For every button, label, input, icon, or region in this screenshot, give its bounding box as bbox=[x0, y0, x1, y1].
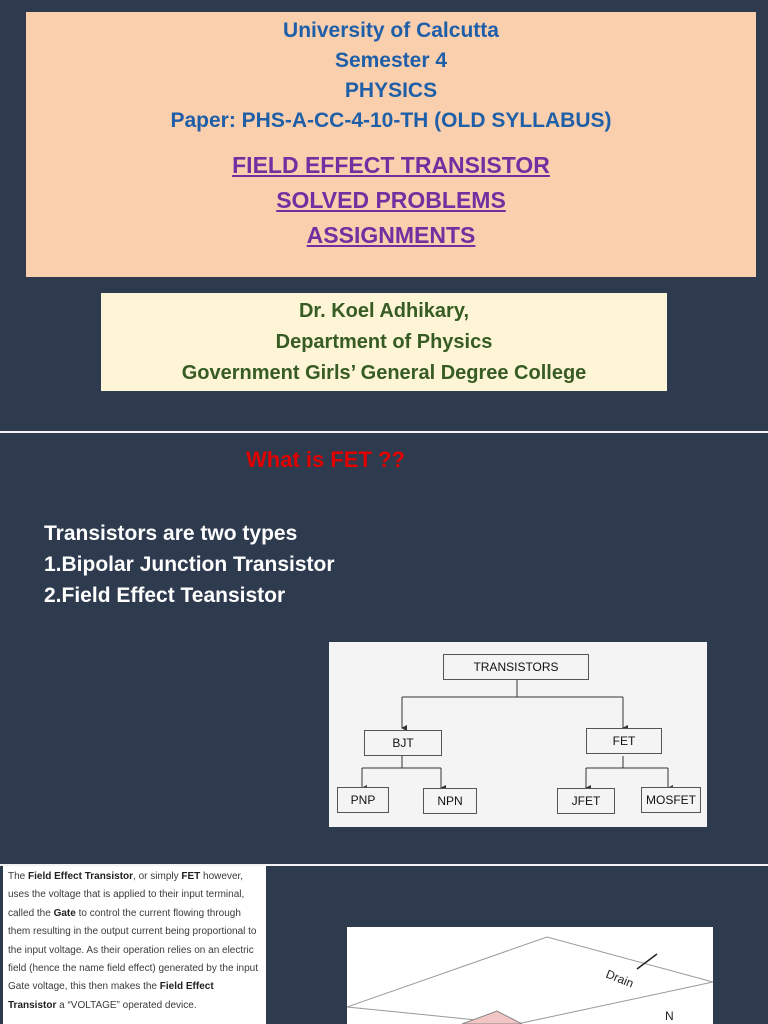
semester-title: Semester 4 bbox=[334, 49, 448, 72]
n-label: N bbox=[665, 1009, 674, 1023]
paper-title: Paper: PHS-A-CC-4-10-TH (OLD SYLLABUS) bbox=[170, 109, 612, 132]
diagram-connectors bbox=[361, 678, 673, 791]
text-fragment: The bbox=[8, 871, 29, 882]
type-bjt: 1.Bipolar Junction Transistor bbox=[44, 553, 335, 576]
node-npn: NPN bbox=[423, 788, 477, 814]
fet-structure-illustration: Drain N bbox=[346, 927, 714, 1024]
transistor-types: Transistors are two types 1.Bipolar Junc… bbox=[44, 518, 335, 611]
slide-divider bbox=[0, 431, 768, 433]
type-fet: 2.Field Effect Teansistor bbox=[44, 584, 286, 607]
node-fet: FET bbox=[586, 728, 662, 754]
fet-bold-term-2: Field Effect Transistor bbox=[8, 981, 214, 1011]
fet-structure-drawing: Drain N bbox=[346, 936, 714, 1024]
subject-title: PHYSICS bbox=[344, 79, 438, 102]
topic-subtitle: SOLVED PROBLEMS bbox=[276, 187, 506, 213]
what-is-fet-slide: What is FET ?? Transistors are two types… bbox=[0, 433, 768, 864]
text-fragment: to control the current flowing through t… bbox=[8, 907, 258, 993]
types-intro: Transistors are two types bbox=[44, 522, 298, 545]
university-title: University of Calcutta bbox=[283, 19, 499, 42]
title-box: University of Calcutta Semester 4 PHYSIC… bbox=[26, 12, 756, 277]
slide-heading: What is FET ?? bbox=[246, 447, 405, 472]
node-jfet: JFET bbox=[557, 788, 615, 814]
text-fragment: however, uses the voltage that is applie… bbox=[8, 871, 245, 919]
author-box: Dr. Koel Adhikary, Department of Physics… bbox=[101, 293, 667, 391]
author-college: Government Girls’ General Degree College bbox=[181, 362, 587, 384]
fet-description-slide: The Field Effect Transistor, or simply F… bbox=[0, 866, 768, 1024]
text-fragment: a “VOLTAGE” operated device. bbox=[56, 999, 197, 1011]
topic-assignments: ASSIGNMENTS bbox=[306, 222, 476, 248]
text-fragment: , or simply bbox=[133, 871, 182, 882]
topic-title: FIELD EFFECT TRANSISTOR bbox=[232, 152, 550, 178]
gate-term: Gate bbox=[53, 907, 76, 919]
fet-description-text: The Field Effect Transistor, or simply F… bbox=[3, 866, 266, 1024]
transistor-tree-diagram: TRANSISTORS BJT FET PNP NPN JFET MOSFET bbox=[329, 642, 707, 827]
slide-divider-2 bbox=[0, 864, 768, 866]
node-transistors: TRANSISTORS bbox=[443, 654, 589, 680]
author-name: Dr. Koel Adhikary, bbox=[298, 300, 470, 322]
author-department: Department of Physics bbox=[275, 331, 493, 353]
title-slide: University of Calcutta Semester 4 PHYSIC… bbox=[0, 0, 768, 431]
node-mosfet: MOSFET bbox=[641, 787, 701, 813]
fet-bold-term: Field Effect Transistor bbox=[28, 871, 134, 882]
node-pnp: PNP bbox=[337, 787, 389, 813]
fet-short-term: FET bbox=[181, 871, 201, 882]
node-bjt: BJT bbox=[364, 730, 442, 756]
